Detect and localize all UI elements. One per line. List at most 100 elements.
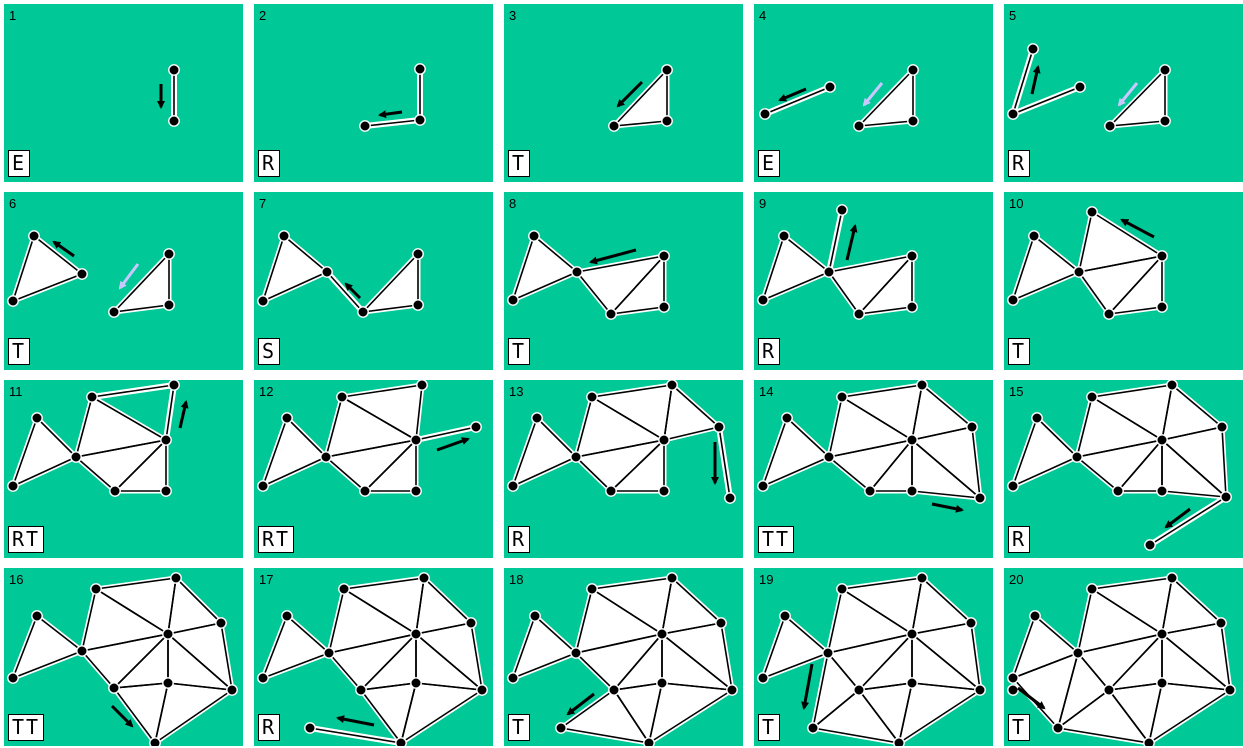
mesh-vertex [1143,737,1155,746]
mesh-edge [1108,306,1163,315]
mesh-vertex [410,434,422,446]
direction-arrow [110,704,134,728]
mesh-vertex [1071,451,1083,463]
mesh-edge [343,588,417,635]
mesh-vertex [853,308,865,320]
mesh-vertex [1156,677,1168,689]
mesh-edge [841,577,923,590]
mesh-vertex [965,617,977,629]
mesh-edge [1078,271,1110,315]
mesh-vertex [853,684,865,696]
mesh-edge [36,615,83,652]
mesh-edge [911,426,973,441]
mesh-edge [591,384,673,398]
mesh-edge [1108,682,1163,691]
mesh-vertex [555,722,567,734]
panel-number: 20 [1009,572,1024,587]
mesh-vertex [906,434,918,446]
mesh-edge [560,727,650,744]
mesh-edge [1033,235,1080,273]
mesh-edge [783,235,830,273]
mesh-edge [1036,417,1078,458]
mesh-vertex [108,682,120,694]
mesh-vertex [359,485,371,497]
mesh-edge [613,120,668,127]
mesh-edge [1091,211,1163,257]
mesh-drawing [1007,206,1168,320]
mesh-edge [841,588,913,635]
mesh-vertex [1156,301,1168,313]
mesh-vertex [86,391,98,403]
mesh-edge [1012,417,1038,487]
mesh-vertex [807,722,819,734]
mesh-edge [575,588,593,654]
mesh-vertex [759,108,771,120]
mesh-triangle [760,415,832,489]
mesh-edge [911,384,923,441]
mesh-vertex [724,492,736,504]
mesh-vertex [778,230,790,242]
mesh-edge [911,622,972,635]
panel-number: 14 [759,384,774,399]
mesh-vertex [823,266,835,278]
mesh-vertex [507,480,519,492]
mesh-edge [827,588,843,654]
mesh-vertex [1052,722,1064,734]
mesh-edge [95,588,169,635]
mesh-edge [262,271,328,302]
mesh-vertex [906,677,918,689]
direction-arrow [336,715,375,727]
mesh-edge [663,426,720,441]
mesh-vertex [470,421,482,433]
mesh-edge [415,384,423,441]
mesh-vertex [1007,672,1019,684]
panel-number: 18 [509,572,524,587]
mesh-vertex [906,301,918,313]
mesh-vertex [906,485,918,497]
mesh-vertex [465,617,477,629]
mesh-vertex [570,647,582,659]
mesh-vertex [338,583,350,595]
mesh-edge [12,456,77,487]
mesh-edge [661,633,733,691]
direction-arrow [378,110,403,119]
mesh-edge [1091,396,1163,441]
mesh-drawing [257,380,482,497]
mesh-drawing [359,63,426,132]
mesh-edge [262,652,330,679]
mesh-edge [75,396,93,458]
mesh-vertex [916,380,928,391]
mesh-edge [911,682,981,691]
mesh-edge [1148,689,1231,744]
panel-number: 13 [509,384,524,399]
mesh-drawing [257,230,424,318]
mesh-vertex [966,421,978,433]
panel-number: 2 [259,8,267,23]
mesh-vertex [7,672,19,684]
mesh-edge [415,577,425,635]
mesh-vertex [355,684,367,696]
mesh-vertex [1103,308,1115,320]
mesh-edge [154,682,169,744]
mesh-vertex [608,120,620,132]
mesh-edge [812,689,860,729]
mesh-edge [576,271,612,315]
operation-label: R [258,150,281,177]
operation-label: R [1008,150,1031,177]
mesh-vertex [7,480,19,492]
panel-number: 10 [1009,196,1024,211]
mesh-vertex [853,120,865,132]
mesh-drawing [757,572,986,746]
mesh-edge [827,633,913,654]
mesh-drawing [757,204,918,320]
mesh-edge [512,417,538,487]
panel-number: 4 [759,8,767,23]
mesh-edge [764,86,831,115]
panel-number: 6 [9,196,17,211]
mesh-drawing [757,380,986,513]
